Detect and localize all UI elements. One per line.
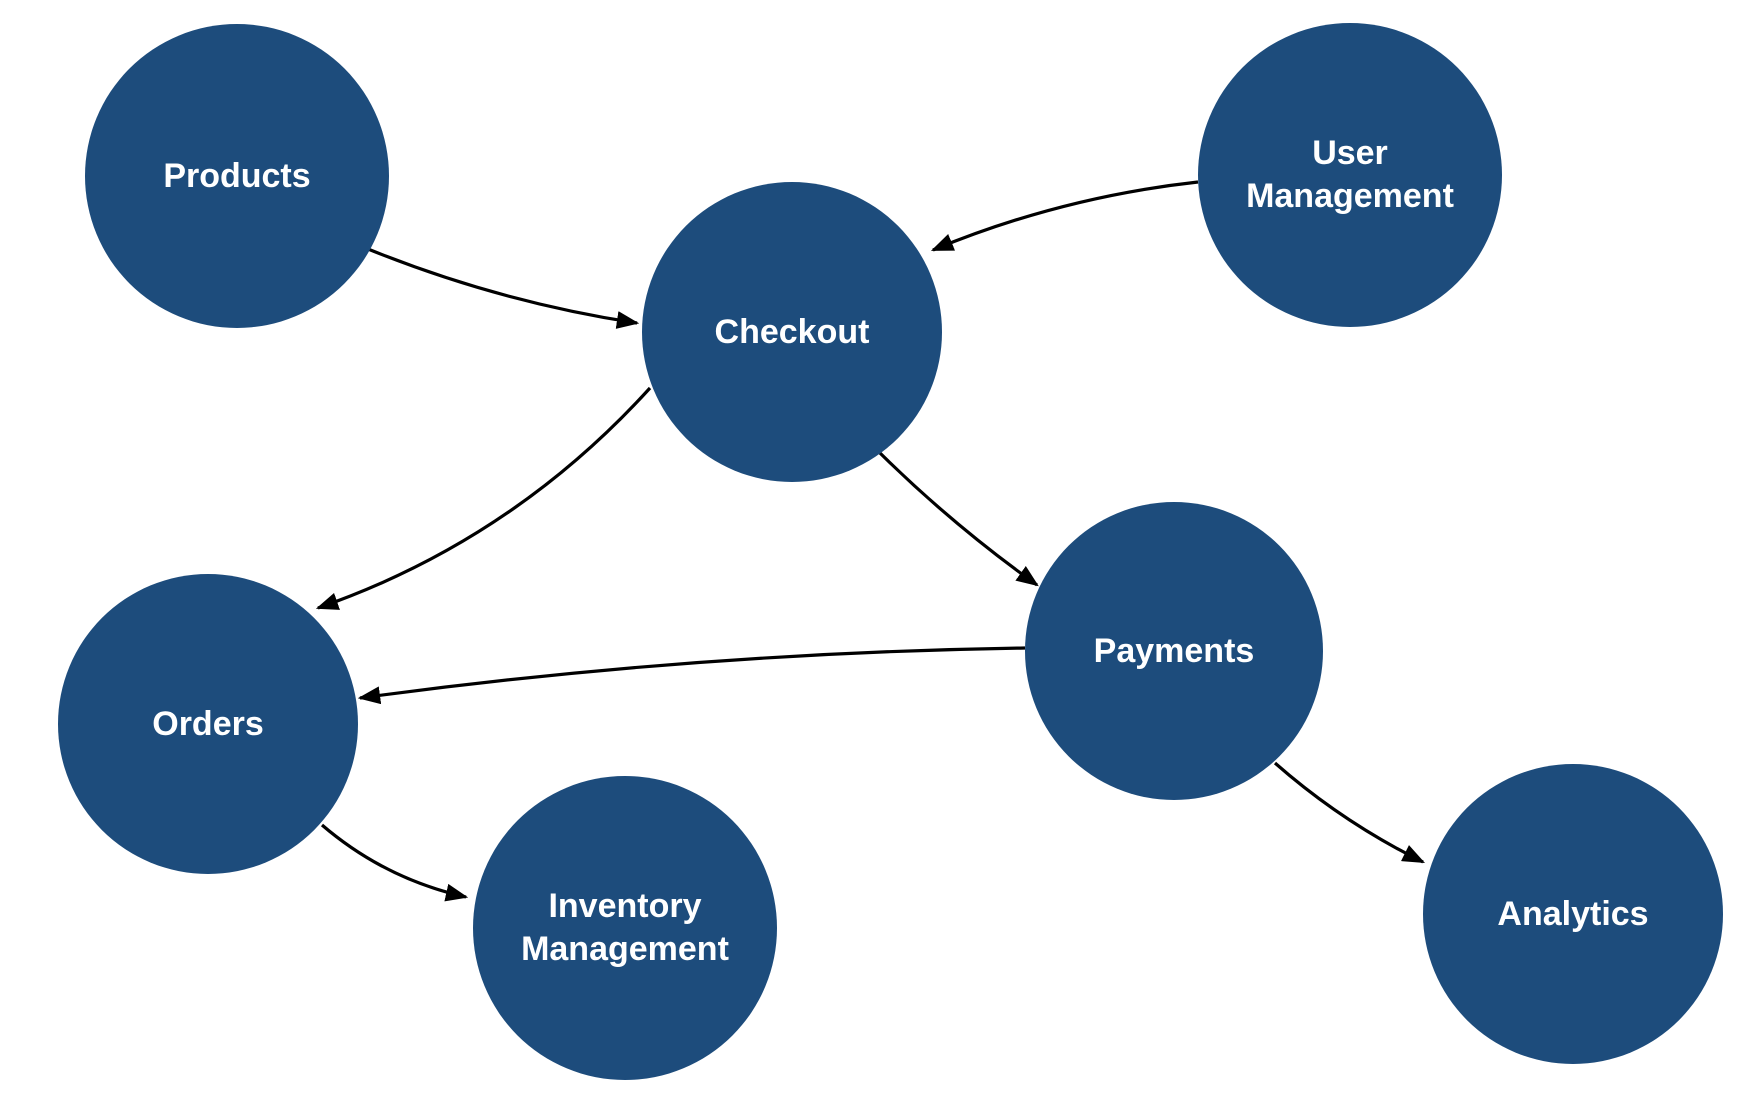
edge-payments-analytics [1273,761,1426,864]
node-label: Products [163,156,311,195]
edge-products-checkout [367,247,640,329]
edge-orders-inventory-management [320,823,469,902]
edge-payments-orders [357,646,1026,705]
edge-checkout-payments [878,451,1039,587]
node-label: Checkout [714,312,870,351]
node-user-management[interactable]: User Management [1198,23,1502,327]
node-inventory-management[interactable]: Inventory Management [473,776,777,1080]
edge-user-management-checkout [930,180,1199,252]
node-label: Analytics [1497,894,1649,933]
node-payments[interactable]: Payments [1025,502,1323,800]
node-analytics[interactable]: Analytics [1423,764,1723,1064]
edge-checkout-orders [315,386,652,610]
node-label: Payments [1093,631,1255,670]
node-label: Orders [152,704,264,743]
node-orders[interactable]: Orders [58,574,358,874]
node-label: User Management [1246,134,1454,215]
node-checkout[interactable]: Checkout [642,182,942,482]
node-label: Inventory Management [521,887,729,968]
node-products[interactable]: Products [85,24,389,328]
